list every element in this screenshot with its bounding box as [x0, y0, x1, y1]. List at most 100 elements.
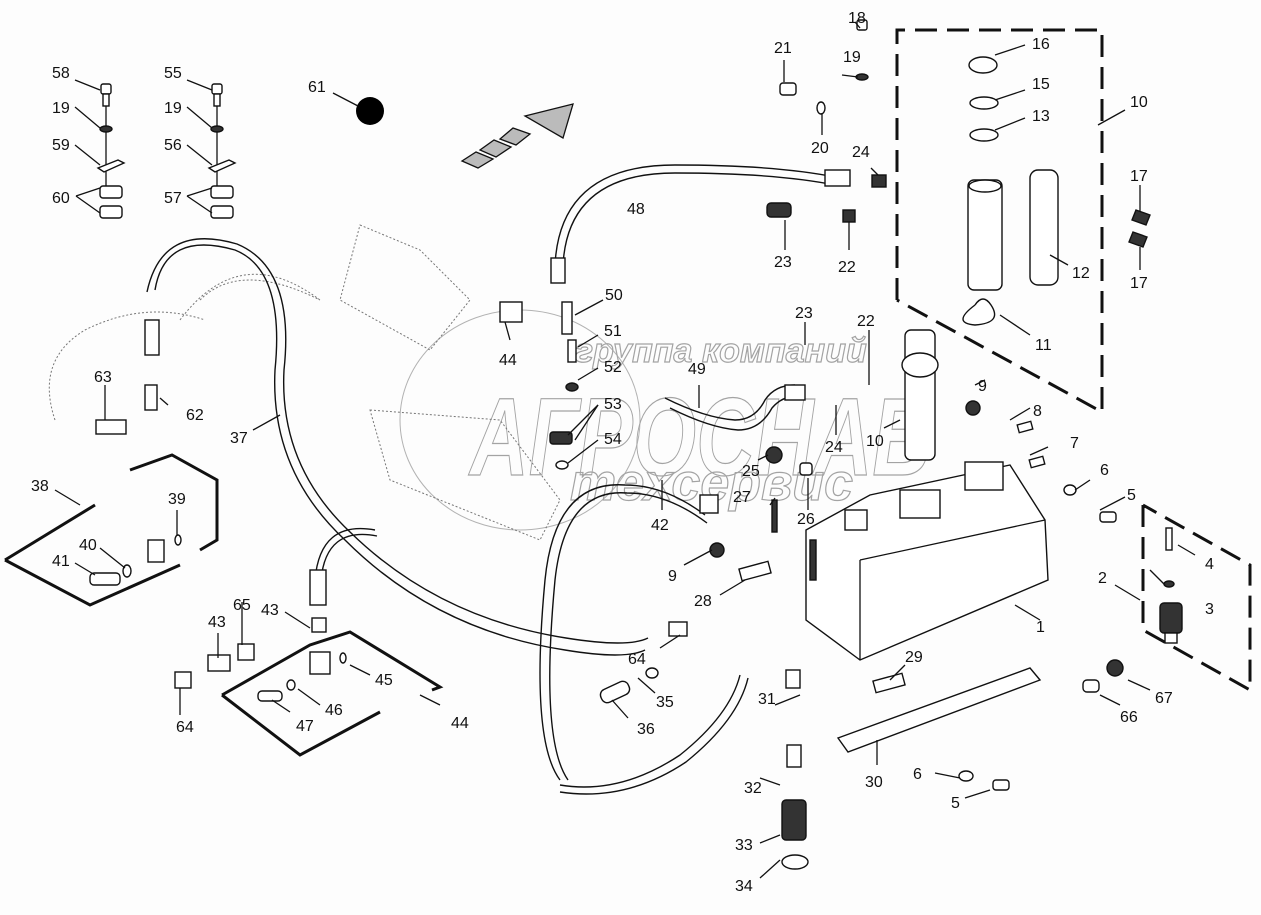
callout-54: 54	[604, 431, 622, 448]
callout-34: 34	[735, 878, 753, 895]
callout-26: 26	[797, 511, 815, 528]
callout-50: 50	[605, 287, 623, 304]
callout-29: 29	[905, 649, 923, 666]
callout-23-b: 23	[795, 305, 813, 322]
watermark-line1: группа компаний	[575, 332, 867, 370]
breather-parts	[1082, 527, 1183, 693]
callout-labels: 58 19 59 60 55 19 56 57 61 63 62 37 38 3…	[31, 10, 1214, 895]
callout-23-a: 23	[774, 254, 792, 271]
callout-64-a: 64	[176, 719, 194, 736]
callout-2: 2	[1098, 570, 1107, 587]
callout-1: 1	[1036, 619, 1045, 636]
plate-28	[738, 560, 772, 582]
callout-63: 63	[94, 369, 112, 386]
callout-28: 28	[694, 593, 712, 610]
callout-42: 42	[651, 517, 669, 534]
hose-lower	[559, 674, 741, 788]
hose-48	[550, 164, 851, 284]
callout-12: 12	[1072, 265, 1090, 282]
callout-52: 52	[604, 359, 622, 376]
clamp-set-left	[96, 83, 126, 219]
callout-27: 27	[733, 489, 751, 506]
plate-29	[872, 672, 906, 694]
callout-18: 18	[848, 10, 866, 27]
callout-55: 55	[164, 65, 182, 82]
hose-lower-outer	[559, 677, 749, 795]
callout-19-b: 19	[164, 100, 182, 117]
callout-5-b: 5	[951, 795, 960, 812]
callout-22-b: 22	[857, 313, 875, 330]
watermark: группа компаний АГРОСНАБ техсервис	[399, 309, 931, 531]
strap-30	[836, 667, 1042, 753]
breather-group-box	[1141, 503, 1252, 693]
callout-19-a: 19	[52, 100, 70, 117]
callout-62: 62	[186, 407, 204, 424]
callout-49: 49	[688, 361, 706, 378]
callout-40: 40	[79, 537, 97, 554]
callout-9-b: 9	[668, 568, 677, 585]
callout-61: 61	[308, 79, 326, 96]
callout-32: 32	[744, 780, 762, 797]
callout-57: 57	[164, 190, 182, 207]
callout-44-a: 44	[499, 352, 517, 369]
callout-3: 3	[1205, 601, 1214, 618]
callout-41: 41	[52, 553, 70, 570]
marker-dot-icon	[356, 97, 384, 125]
callout-43-a: 43	[208, 614, 226, 631]
callout-4: 4	[1205, 556, 1214, 573]
callout-47: 47	[296, 718, 314, 735]
callout-56: 56	[164, 137, 182, 154]
hydraulic-tank	[805, 461, 1049, 661]
callout-11: 11	[1035, 337, 1052, 354]
callout-38: 38	[31, 478, 49, 495]
plate-7	[1028, 455, 1046, 469]
callout-46: 46	[325, 702, 343, 719]
callout-64-b: 64	[628, 651, 646, 668]
leader-lines	[54, 21, 1196, 879]
callout-25: 25	[742, 463, 760, 480]
pump-ghost	[48, 224, 561, 541]
callout-10-b: 10	[866, 433, 884, 450]
callout-6-b: 6	[913, 766, 922, 783]
callout-65: 65	[233, 597, 251, 614]
callout-31: 31	[758, 691, 776, 708]
hose-42	[309, 484, 719, 781]
callout-51: 51	[604, 323, 622, 340]
callout-10-a: 10	[1130, 94, 1148, 111]
callout-30: 30	[865, 774, 883, 791]
callout-35: 35	[656, 694, 674, 711]
callout-43-b: 43	[261, 602, 279, 619]
callout-6-a: 6	[1100, 462, 1109, 479]
callout-44-b: 44	[451, 715, 469, 732]
callout-67: 67	[1155, 690, 1173, 707]
callout-22-a: 22	[838, 259, 856, 276]
callout-39: 39	[168, 491, 186, 508]
group-44-outline	[221, 630, 444, 697]
callout-17-a: 17	[1130, 168, 1148, 185]
callout-48: 48	[627, 201, 645, 218]
callout-53: 53	[604, 396, 622, 413]
callout-8: 8	[1033, 403, 1042, 420]
callout-24-a: 24	[852, 144, 870, 161]
filter-parts	[766, 19, 1151, 461]
callout-5-a: 5	[1127, 487, 1136, 504]
callout-59: 59	[52, 137, 70, 154]
callout-13: 13	[1032, 108, 1050, 125]
callout-36: 36	[637, 721, 655, 738]
callout-17-b: 17	[1130, 275, 1148, 292]
callout-45: 45	[375, 672, 393, 689]
callout-19-c: 19	[843, 49, 861, 66]
callout-37: 37	[230, 430, 248, 447]
plate-8	[1016, 420, 1034, 434]
callout-9-a: 9	[978, 378, 987, 395]
small-parts	[89, 301, 1117, 870]
hose-49	[664, 384, 806, 431]
callout-7: 7	[1070, 435, 1079, 452]
callout-24-b: 24	[825, 439, 843, 456]
clamp-set-right	[207, 83, 237, 219]
group-38-outline	[4, 503, 96, 562]
filter-group-box	[895, 28, 1104, 415]
callout-66: 66	[1120, 709, 1138, 726]
